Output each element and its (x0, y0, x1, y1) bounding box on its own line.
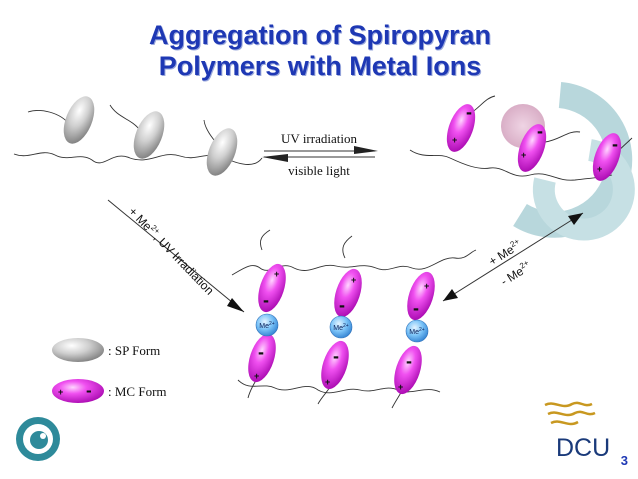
diagonal-label: + Me2+, UV Irradiation (126, 204, 218, 298)
metal-ion (255, 313, 279, 337)
minus-charge: - (413, 298, 419, 318)
plus-charge: + (254, 371, 259, 381)
sp-unit-3 (206, 128, 238, 176)
legend-sp-label: : SP Form (108, 343, 160, 358)
metal-ion (405, 319, 429, 343)
legend-mc-label: : MC Form (108, 384, 167, 399)
dcu-logo: DCU (544, 401, 610, 462)
mc-unit-3 (592, 133, 622, 181)
minus-charge: - (86, 381, 92, 400)
title-line-2: Polymers with Metal Ions (158, 51, 482, 81)
aggregate-mc-unit (407, 271, 435, 321)
mc-tail-2 (544, 131, 581, 143)
aggregate-mc-unit (258, 263, 286, 313)
plus-charge: + (58, 387, 63, 397)
sp-polymer (13, 96, 263, 176)
mc-polymer: - + - + - + (409, 95, 633, 181)
aggregate-mc-unit (394, 345, 422, 395)
upper-chain (231, 249, 477, 276)
plus-charge: + (274, 269, 279, 279)
legend: : SP Form + - : MC Form (52, 338, 167, 403)
minus-charge: - (466, 102, 472, 122)
sp-unit-2 (133, 111, 165, 159)
plus-charge: + (398, 382, 403, 392)
minus-charge: - (258, 342, 264, 362)
plus-charge: + (424, 281, 429, 291)
forward-label: UV irradiation (281, 131, 357, 146)
minus-charge: - (339, 295, 345, 315)
plus-charge: + (325, 377, 330, 387)
legend-mc-swatch (52, 379, 104, 403)
minus-charge: - (612, 134, 618, 154)
aggregate: + - + - + - - + - + - + Me2+ Me2+ Me2+ (231, 229, 477, 409)
metal-ion (329, 315, 353, 339)
mc-unit-2 (517, 124, 547, 172)
sp-tail-2 (109, 104, 141, 131)
plus-charge: + (452, 135, 457, 145)
reverse-label: visible light (288, 163, 350, 178)
metal-ion-label: Me2+ (259, 321, 275, 330)
aggregate-mc-unit (248, 333, 276, 383)
legend-sp-swatch (52, 338, 104, 362)
plus-charge: + (351, 275, 356, 285)
diagonal-arrow: + Me2+, UV Irradiation (107, 199, 245, 313)
diagonal-arrowhead (227, 298, 244, 312)
logo-mark (16, 417, 60, 461)
slide-number: 3 (620, 453, 628, 468)
metal-ion-label: Me2+ (409, 327, 425, 336)
reverse-arrowhead (262, 154, 288, 162)
equilibrium-arrows: UV irradiation visible light (262, 131, 378, 178)
sp-unit-1 (63, 96, 95, 144)
title-line-1: Aggregation of Spiropyran (148, 20, 491, 50)
forward-arrowhead (354, 146, 378, 154)
slide-title: Aggregation of Spiropyran Polymers with … (70, 20, 570, 82)
minus-charge: - (263, 290, 269, 310)
minus-charge: - (537, 121, 543, 141)
aggregate-mc-unit (334, 268, 362, 318)
dcu-logo-text: DCU (556, 434, 610, 462)
aggregate-mc-unit (321, 340, 349, 390)
metal-ion-label: Me2+ (333, 323, 349, 332)
mc-unit-1 (446, 104, 476, 152)
mc-chain (409, 149, 613, 181)
plus-charge: + (597, 164, 602, 174)
reversible-arrow: + Me2+ - Me2+ (442, 212, 584, 302)
plus-charge: + (521, 150, 526, 160)
minus-charge: - (333, 346, 339, 366)
sp-tail-1 (27, 110, 71, 126)
minus-charge: - (406, 351, 412, 371)
